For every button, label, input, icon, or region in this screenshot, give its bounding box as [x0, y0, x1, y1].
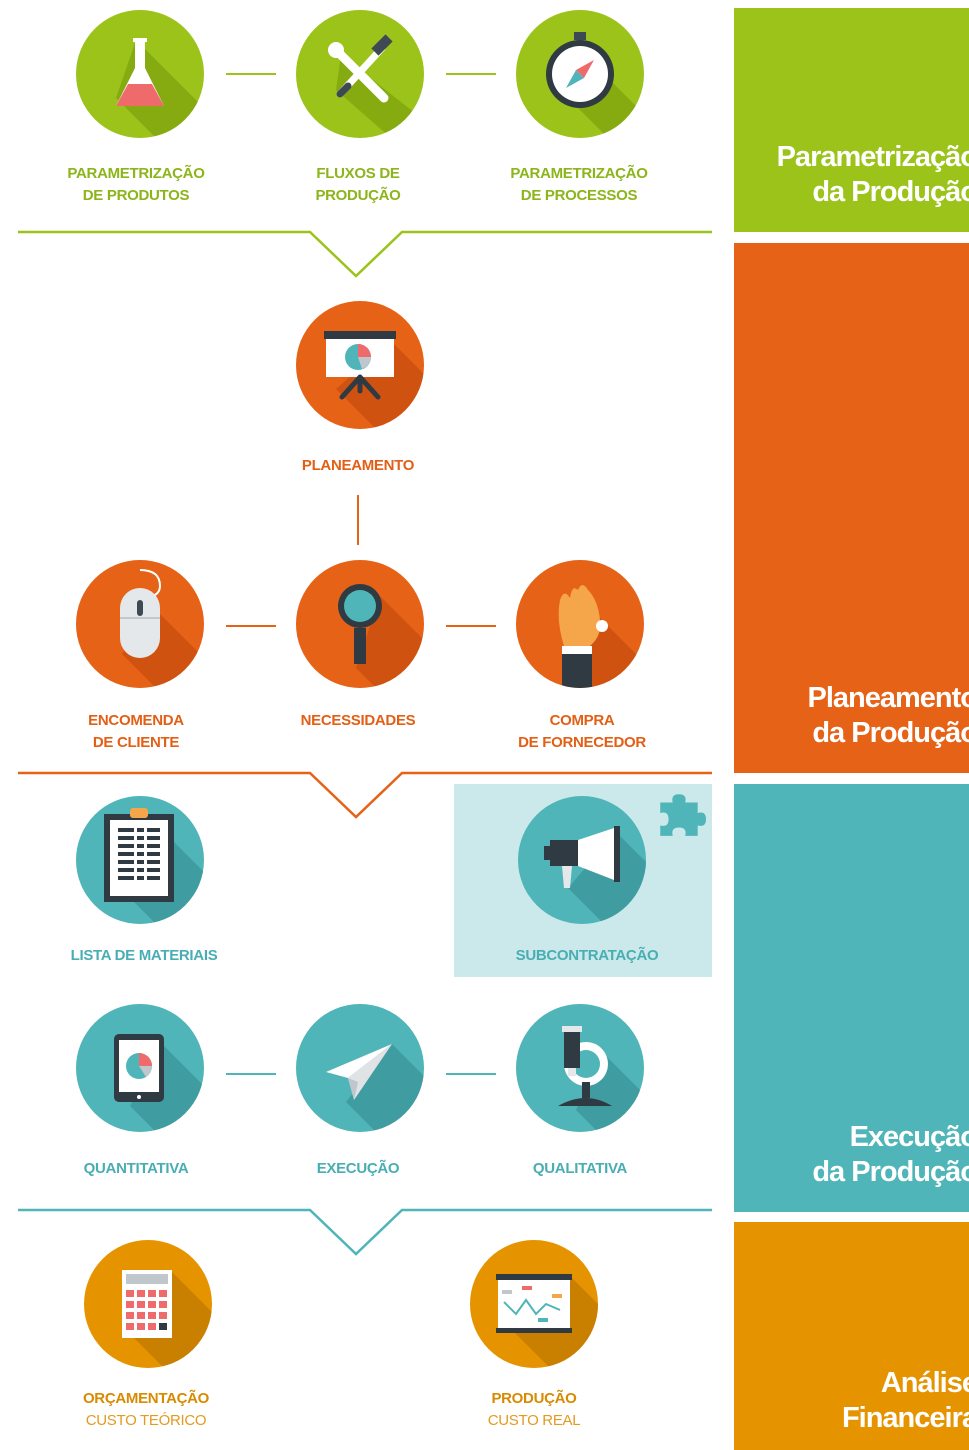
- label-line1: PARAMETRIZAÇÃO: [510, 165, 648, 182]
- label-line1: QUALITATIVA: [532, 1160, 628, 1177]
- panel-planeamento: Planeamento da Produção: [734, 243, 969, 773]
- label-parametrizacao-processos: PARAMETRIZAÇÃO DE PROCESSOS: [510, 163, 647, 207]
- label-line1: SUBCONTRATAÇÃO: [515, 947, 659, 964]
- compass-icon: [516, 10, 644, 138]
- label-producao: PRODUÇÃO CUSTO REAL: [488, 1388, 581, 1432]
- label-compra-fornecedor: COMPRA DE FORNECEDOR: [518, 710, 646, 754]
- label-fluxos-producao: FLUXOS DE PRODUÇÃO: [315, 163, 400, 207]
- panel-title-line2: Financeira: [841, 1402, 969, 1434]
- panel-planeamento-title: Planeamento da Produção: [808, 681, 969, 751]
- panel-title-line2: da Produção: [812, 176, 969, 208]
- panel-parametrizacao: Parametrização da Produção: [734, 8, 969, 232]
- panel-execucao: Execução da Produção: [734, 784, 969, 1212]
- mouse-icon: [76, 560, 204, 688]
- panel-title-line1: Planeamento: [807, 682, 969, 714]
- connector-line: [446, 1073, 496, 1075]
- label-line1: COMPRA: [549, 712, 615, 729]
- puzzle-piece-icon: [660, 794, 706, 836]
- panel-title-line2: da Produção: [812, 1156, 969, 1188]
- line-chart-board-icon: [470, 1240, 598, 1368]
- panel-title-line1: Análise: [880, 1367, 969, 1399]
- label-qualitativa: QUALITATIVA: [533, 1158, 627, 1180]
- label-line1: NECESSIDADES: [300, 712, 416, 729]
- connector-line: [446, 625, 496, 627]
- label-planeamento: PLANEAMENTO: [301, 455, 415, 477]
- label-line1: PLANEAMENTO: [301, 457, 415, 474]
- label-line2: DE CLIENTE: [92, 734, 180, 751]
- magnifier-icon: [296, 560, 424, 688]
- clipboard-list-icon: [76, 796, 204, 924]
- separator-green: [18, 230, 712, 278]
- paper-plane-icon: [296, 1004, 424, 1132]
- tools-icon: [296, 10, 424, 138]
- label-line2: PRODUÇÃO: [315, 187, 401, 204]
- label-subcontratacao: SUBCONTRATAÇÃO: [516, 945, 659, 967]
- panel-title-line1: Parametrização: [776, 141, 969, 173]
- panel-parametrizacao-title: Parametrização da Produção: [777, 140, 969, 210]
- label-quantitativa: QUANTITATIVA: [84, 1158, 189, 1180]
- label-line1: EXECUÇÃO: [316, 1160, 400, 1177]
- calculator-icon: [84, 1240, 212, 1368]
- panel-title-line1: Execução: [849, 1121, 969, 1153]
- label-line1: PRODUÇÃO: [491, 1390, 577, 1407]
- label-orcamentacao: ORÇAMENTAÇÃO CUSTO TEÓRICO: [83, 1388, 209, 1432]
- label-line1: PARAMETRIZAÇÃO: [67, 165, 205, 182]
- label-line2: DE FORNECEDOR: [518, 734, 646, 751]
- flask-icon: [76, 10, 204, 138]
- label-line2: CUSTO TEÓRICO: [85, 1412, 207, 1429]
- label-lista-materiais: LISTA DE MATERIAIS: [71, 945, 218, 967]
- panel-analise-title: Análise Financeira: [842, 1366, 969, 1436]
- tablet-chart-icon: [76, 1004, 204, 1132]
- label-line1: FLUXOS DE: [316, 165, 400, 182]
- label-encomenda-cliente: ENCOMENDA DE CLIENTE: [88, 710, 184, 754]
- label-execucao: EXECUÇÃO: [317, 1158, 400, 1180]
- microscope-icon: [516, 1004, 644, 1132]
- label-line1: QUANTITATIVA: [83, 1160, 189, 1177]
- label-line2: DE PROCESSOS: [520, 187, 638, 204]
- label-necessidades: NECESSIDADES: [301, 710, 416, 732]
- connector-line: [446, 73, 496, 75]
- panel-analise: Análise Financeira: [734, 1222, 969, 1450]
- label-line2: CUSTO REAL: [487, 1412, 581, 1429]
- connector-line: [226, 73, 276, 75]
- label-line1: LISTA DE MATERIAIS: [70, 947, 218, 964]
- connector-line-vertical: [357, 495, 359, 545]
- connector-line: [226, 625, 276, 627]
- separator-teal: [18, 1208, 712, 1256]
- presentation-board-icon: [296, 301, 424, 429]
- label-line1: ENCOMENDA: [88, 712, 184, 729]
- label-line1: ORÇAMENTAÇÃO: [82, 1390, 210, 1407]
- connector-line: [226, 1073, 276, 1075]
- panel-execucao-title: Execução da Produção: [812, 1120, 969, 1190]
- megaphone-icon: [518, 796, 646, 924]
- label-parametrizacao-produtos: PARAMETRIZAÇÃO DE PRODUTOS: [67, 163, 204, 207]
- label-line2: DE PRODUTOS: [82, 187, 190, 204]
- separator-orange: [18, 771, 712, 819]
- panel-title-line2: da Produção: [812, 717, 969, 749]
- hand-coin-icon: [516, 560, 644, 688]
